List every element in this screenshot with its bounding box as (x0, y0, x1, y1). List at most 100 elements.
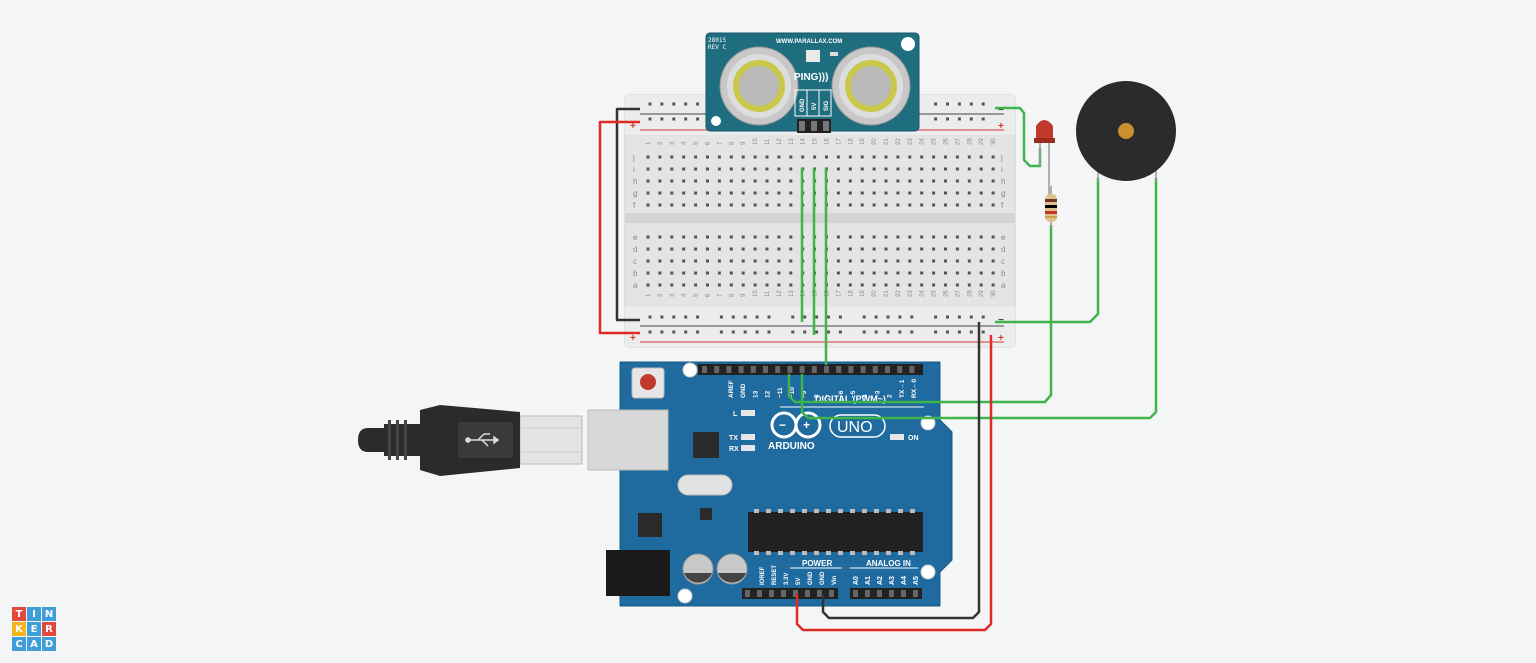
column-number: 19 (860, 290, 866, 297)
column-number: 11 (765, 138, 771, 145)
sensor-revision: REV C (708, 44, 726, 51)
column-number: 20 (872, 138, 878, 145)
column-number: 27 (955, 138, 961, 145)
sensor-pin-gnd: GND (800, 98, 806, 112)
resistor[interactable] (1045, 186, 1057, 228)
row-letter: h (633, 177, 637, 186)
atmega-chip (748, 512, 923, 552)
column-number: 15 (813, 290, 819, 297)
column-number: 16 (825, 138, 831, 145)
led-label-l: L (733, 411, 738, 418)
analog-pin-label: A3 (889, 576, 896, 585)
row-letter: g (1001, 189, 1005, 198)
led-on (890, 434, 904, 440)
breadboard-row-letters: j i h g f e d c b a j i h g f e d c b a (632, 153, 1006, 290)
column-number: 14 (801, 290, 807, 297)
digital-pin-label: ~9 (801, 390, 808, 398)
arduino-uno-board[interactable]: − + ARDUINO UNO DIGITAL (PWM~) L TX RX O… (587, 361, 953, 607)
red-led[interactable] (1034, 120, 1055, 200)
row-letter: f (633, 201, 636, 210)
piezo-buzzer[interactable] (1076, 81, 1176, 182)
usb-cable[interactable] (358, 405, 583, 476)
row-letter: e (633, 233, 638, 242)
column-number: 23 (908, 290, 914, 297)
digital-pin-label: ~3 (874, 390, 881, 398)
column-number: 19 (860, 138, 866, 145)
led-label-tx: TX (729, 435, 738, 442)
ping-ultrasonic-sensor[interactable]: 28015 REV C WWW.PARALLAX.COM PING))) GND… (705, 32, 920, 133)
voltage-regulator (638, 513, 662, 537)
digital-pin-label: 12 (765, 390, 772, 398)
power-pin-label: GND (820, 571, 826, 585)
row-letter: d (1001, 245, 1005, 254)
sensor-url: WWW.PARALLAX.COM (776, 39, 842, 45)
logo-letter: E (27, 622, 41, 636)
column-number: 6 (706, 293, 712, 297)
led-label-on: ON (908, 435, 919, 442)
column-number: 28 (967, 138, 973, 145)
usb-icon (465, 433, 500, 447)
svg-text:+: + (803, 418, 810, 432)
column-number: 29 (979, 290, 985, 297)
digital-pin-label: 8 (813, 394, 820, 398)
reset-button-cap[interactable] (640, 374, 656, 390)
row-letter: i (633, 165, 635, 174)
digital-header-label: DIGITAL (PWM~) (815, 394, 886, 404)
sensor-part-number: 28015 (708, 37, 726, 44)
column-number: 9 (741, 141, 747, 145)
digital-pin-label: 7 (826, 394, 833, 398)
sensor-chip-icon (806, 50, 820, 62)
wire-black-gnd (821, 322, 981, 620)
svg-text:−: − (779, 418, 786, 432)
column-number: 30 (991, 138, 997, 145)
rail-minus-label: − (998, 105, 1004, 116)
arduino-model-text: UNO (837, 419, 873, 436)
column-number: 16 (825, 290, 831, 297)
power-pin-label: Vin (832, 575, 838, 585)
column-number: 13 (789, 138, 795, 145)
power-pin-label: 5V (796, 578, 802, 585)
analog-pin-label: A4 (901, 576, 908, 585)
rail-minus-label: − (630, 105, 636, 116)
wire-black-rails (615, 107, 640, 322)
digital-pin-label: 13 (752, 390, 759, 398)
logo-letter: A (27, 637, 41, 651)
digital-pin-label: RX←0 (911, 378, 918, 398)
column-number: 4 (682, 293, 688, 297)
power-pin-label: RESET (772, 565, 778, 585)
wire-red-5v (795, 335, 993, 632)
small-chip (700, 508, 712, 520)
logo-letter: N (42, 607, 56, 621)
column-number: 2 (658, 293, 664, 297)
digital-pin-label: ~10 (789, 387, 796, 398)
column-number: 14 (801, 138, 807, 145)
column-number: 20 (872, 290, 878, 297)
row-letter: d (633, 245, 637, 254)
column-number: 25 (932, 290, 938, 297)
column-number: 8 (729, 293, 735, 297)
column-number: 5 (694, 293, 700, 297)
column-number: 29 (979, 138, 985, 145)
column-number: 13 (789, 290, 795, 297)
column-number: 3 (670, 141, 676, 145)
column-number: 27 (955, 290, 961, 297)
breadboard[interactable]: 1122334455667788991010111112121313141415… (624, 94, 1016, 348)
rail-minus-label: − (998, 315, 1004, 326)
logo-letter: D (42, 637, 56, 651)
column-number: 4 (682, 141, 688, 145)
power-pin-label: IOREF (760, 566, 766, 585)
row-letter: e (1001, 233, 1006, 242)
digital-pin-label: 4 (862, 394, 869, 398)
column-number: 24 (920, 138, 926, 145)
column-number: 18 (848, 290, 854, 297)
column-number: 7 (717, 141, 723, 145)
column-number: 18 (848, 138, 854, 145)
analog-header (850, 588, 922, 599)
row-letter: b (633, 269, 638, 278)
digital-pin-label: ~11 (777, 387, 784, 398)
column-number: 2 (658, 141, 664, 145)
analog-pin-label: A0 (853, 576, 860, 585)
column-number: 26 (944, 290, 950, 297)
column-number: 12 (777, 138, 783, 145)
